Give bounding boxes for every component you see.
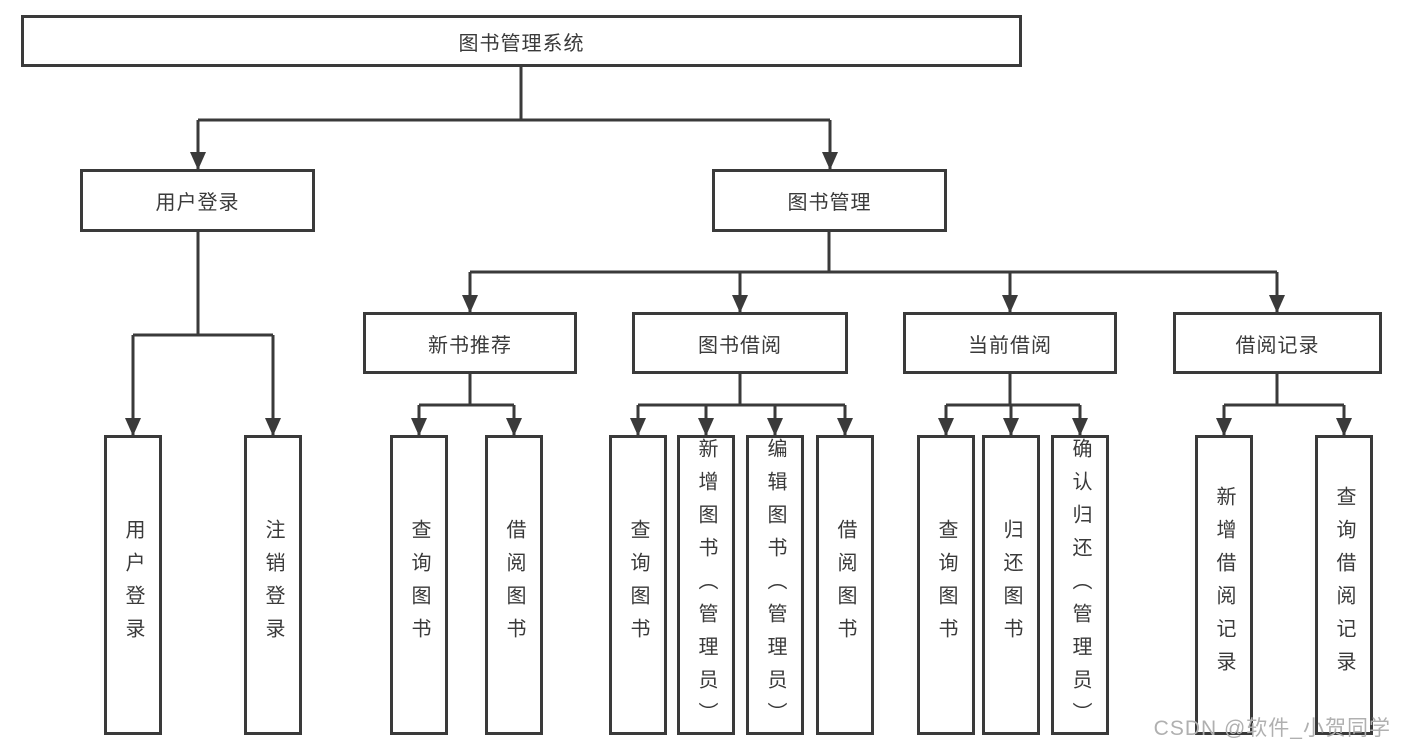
- leaf-records-add-record: 新增借阅记录: [1195, 435, 1253, 735]
- node-borrow: 图书借阅: [632, 312, 848, 374]
- node-management: 图书管理: [712, 169, 947, 232]
- leaf-user-login: 用户登录: [104, 435, 162, 735]
- node-login: 用户登录: [80, 169, 315, 232]
- connector-current-spine: [946, 374, 1080, 407]
- node-current: 当前借阅: [903, 312, 1117, 374]
- leaf-current-return-books: 归还图书: [982, 435, 1040, 735]
- node-records: 借阅记录: [1173, 312, 1382, 374]
- connector-login-spine: [133, 232, 273, 337]
- leaf-recommend-borrow-books: 借阅图书: [485, 435, 543, 735]
- leaf-current-query-books: 查询图书: [917, 435, 975, 735]
- leaf-records-query-record: 查询借阅记录: [1315, 435, 1373, 735]
- watermark: CSDN @软件_小贺同学: [1153, 717, 1391, 740]
- leaf-borrow-borrow-books: 借阅图书: [816, 435, 874, 735]
- node-recommend: 新书推荐: [363, 312, 577, 374]
- connector-recommend-spine: [419, 374, 514, 407]
- leaf-current-confirm-return-admin: 确认归还（管理员）: [1051, 435, 1109, 735]
- connector-borrow-spine: [638, 374, 845, 407]
- leaf-logout: 注销登录: [244, 435, 302, 735]
- connector-management-spine: [470, 232, 1277, 274]
- connector-root-spine: [198, 67, 830, 122]
- leaf-recommend-query-books: 查询图书: [390, 435, 448, 735]
- leaf-borrow-query-books: 查询图书: [609, 435, 667, 735]
- connector-records-spine: [1224, 374, 1344, 407]
- leaf-borrow-add-books-admin: 新增图书（管理员）: [677, 435, 735, 735]
- leaf-borrow-edit-books-admin: 编辑图书（管理员）: [746, 435, 804, 735]
- node-root: 图书管理系统: [21, 15, 1022, 67]
